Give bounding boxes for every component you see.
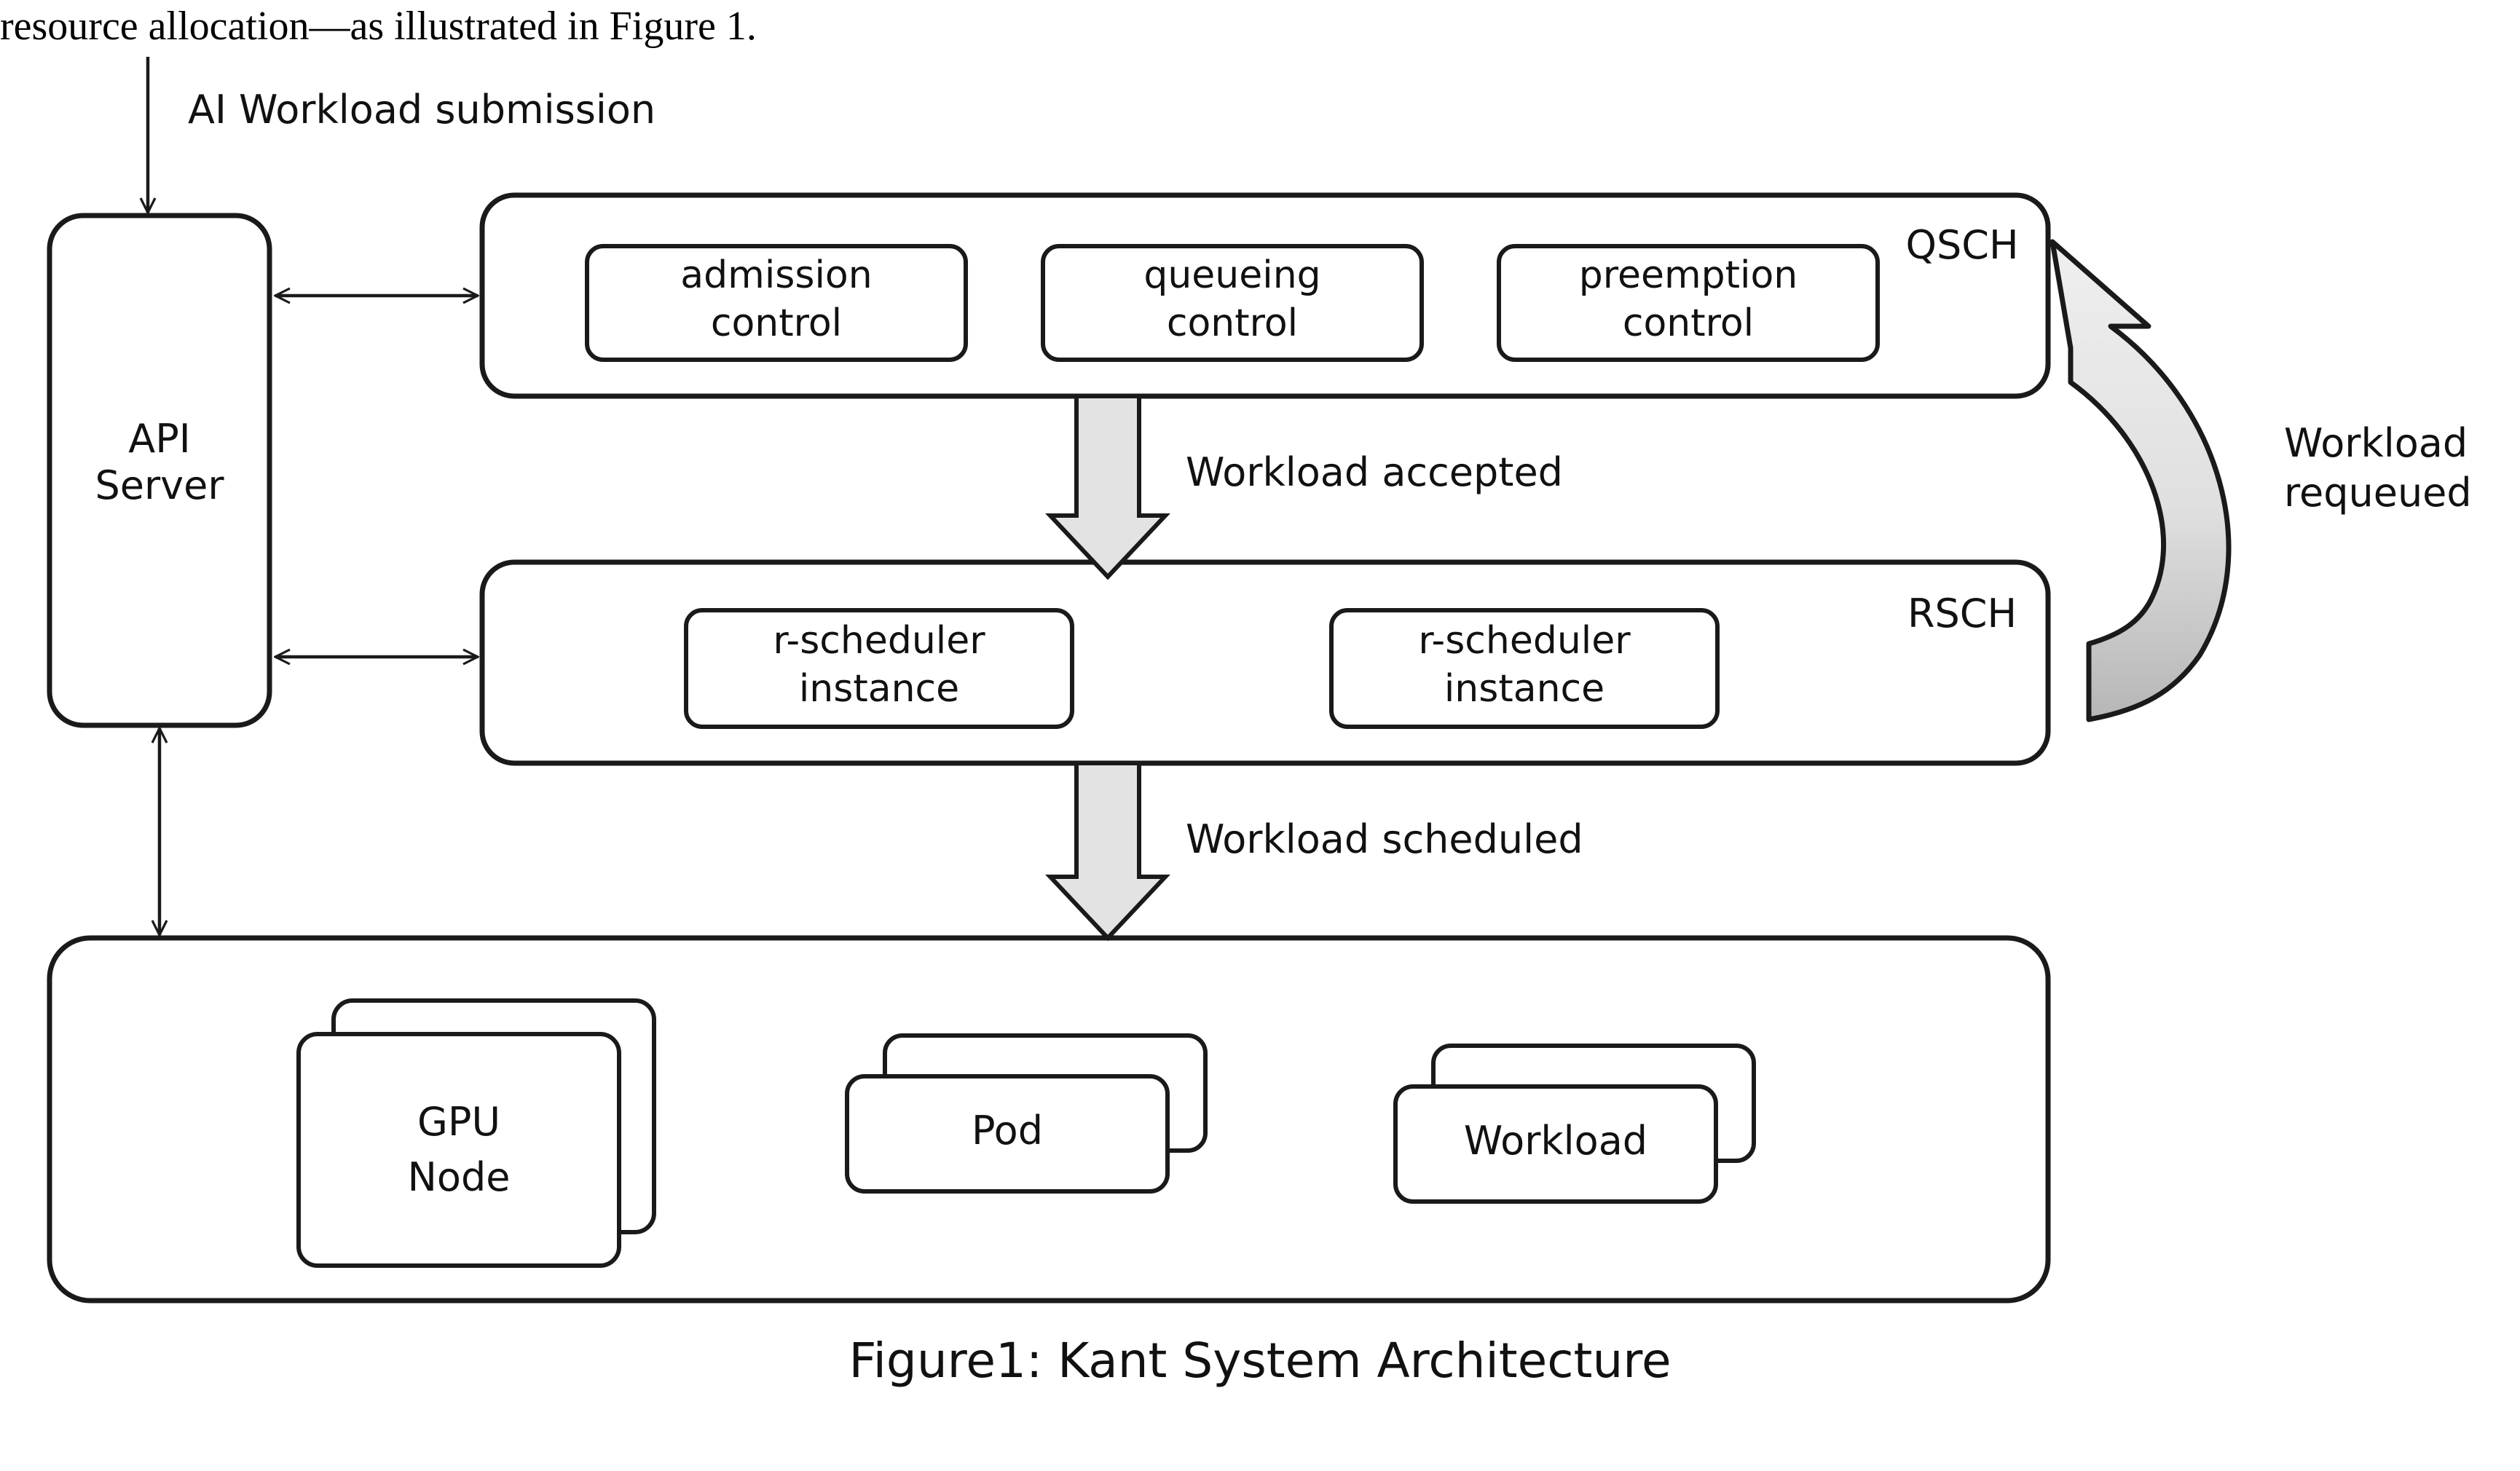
body-text-line: resource allocation—as illustrated in Fi… — [0, 4, 757, 49]
api-server-label-line1: API — [128, 416, 191, 462]
pod-label: Pod — [972, 1108, 1043, 1153]
api-server-box[interactable] — [47, 213, 272, 728]
preemption-control-box[interactable] — [1497, 244, 1880, 362]
workload-scheduled-label: Workload scheduled — [1186, 816, 1583, 862]
gpu-node-label-line1: GPU — [417, 1099, 500, 1145]
gpu-node-box[interactable] — [296, 1032, 621, 1268]
r-scheduler-instance-label-2-line1: r-scheduler — [1418, 619, 1631, 663]
queueing-control-label-line1: queueing — [1143, 253, 1321, 297]
r-scheduler-instance-box-2[interactable] — [1329, 608, 1720, 729]
workload-requeued-label-line2: requeued — [2284, 470, 2472, 516]
figure-caption: Figure1: Kant System Architecture — [848, 1333, 1672, 1389]
workload-scheduled-block-arrow — [1045, 761, 1170, 942]
admission-control-box[interactable] — [585, 244, 968, 362]
rsch-title: RSCH — [1907, 591, 2017, 636]
queueing-control-box[interactable] — [1041, 244, 1424, 362]
pod-box[interactable] — [845, 1074, 1170, 1194]
api-server-label-line2: Server — [95, 462, 224, 508]
admission-control-label-line2: control — [710, 301, 843, 345]
r-scheduler-instance-label-1-line1: r-scheduler — [773, 619, 985, 663]
gpu-node-label-line2: Node — [407, 1154, 511, 1200]
preemption-control-label-line1: preemption — [1578, 253, 1798, 297]
queueing-control-label-line2: control — [1166, 301, 1299, 345]
r-scheduler-instance-label-1-line2: instance — [798, 667, 960, 711]
workload-requeued-curved-arrow — [2050, 239, 2232, 722]
workload-label: Workload — [1463, 1118, 1648, 1164]
submission-label: AI Workload submission — [188, 87, 656, 133]
workload-accepted-block-arrow — [1045, 394, 1170, 580]
r-scheduler-instance-label-2-line2: instance — [1444, 667, 1605, 711]
workload-requeued-label-line1: Workload — [2284, 420, 2468, 466]
workload-accepted-label: Workload accepted — [1186, 449, 1563, 495]
admission-control-label-line1: admission — [680, 253, 873, 297]
preemption-control-label-line2: control — [1622, 301, 1755, 345]
qsch-title: QSCH — [1905, 222, 2019, 268]
r-scheduler-instance-box-1[interactable] — [684, 608, 1074, 729]
workload-box[interactable] — [1393, 1084, 1718, 1204]
